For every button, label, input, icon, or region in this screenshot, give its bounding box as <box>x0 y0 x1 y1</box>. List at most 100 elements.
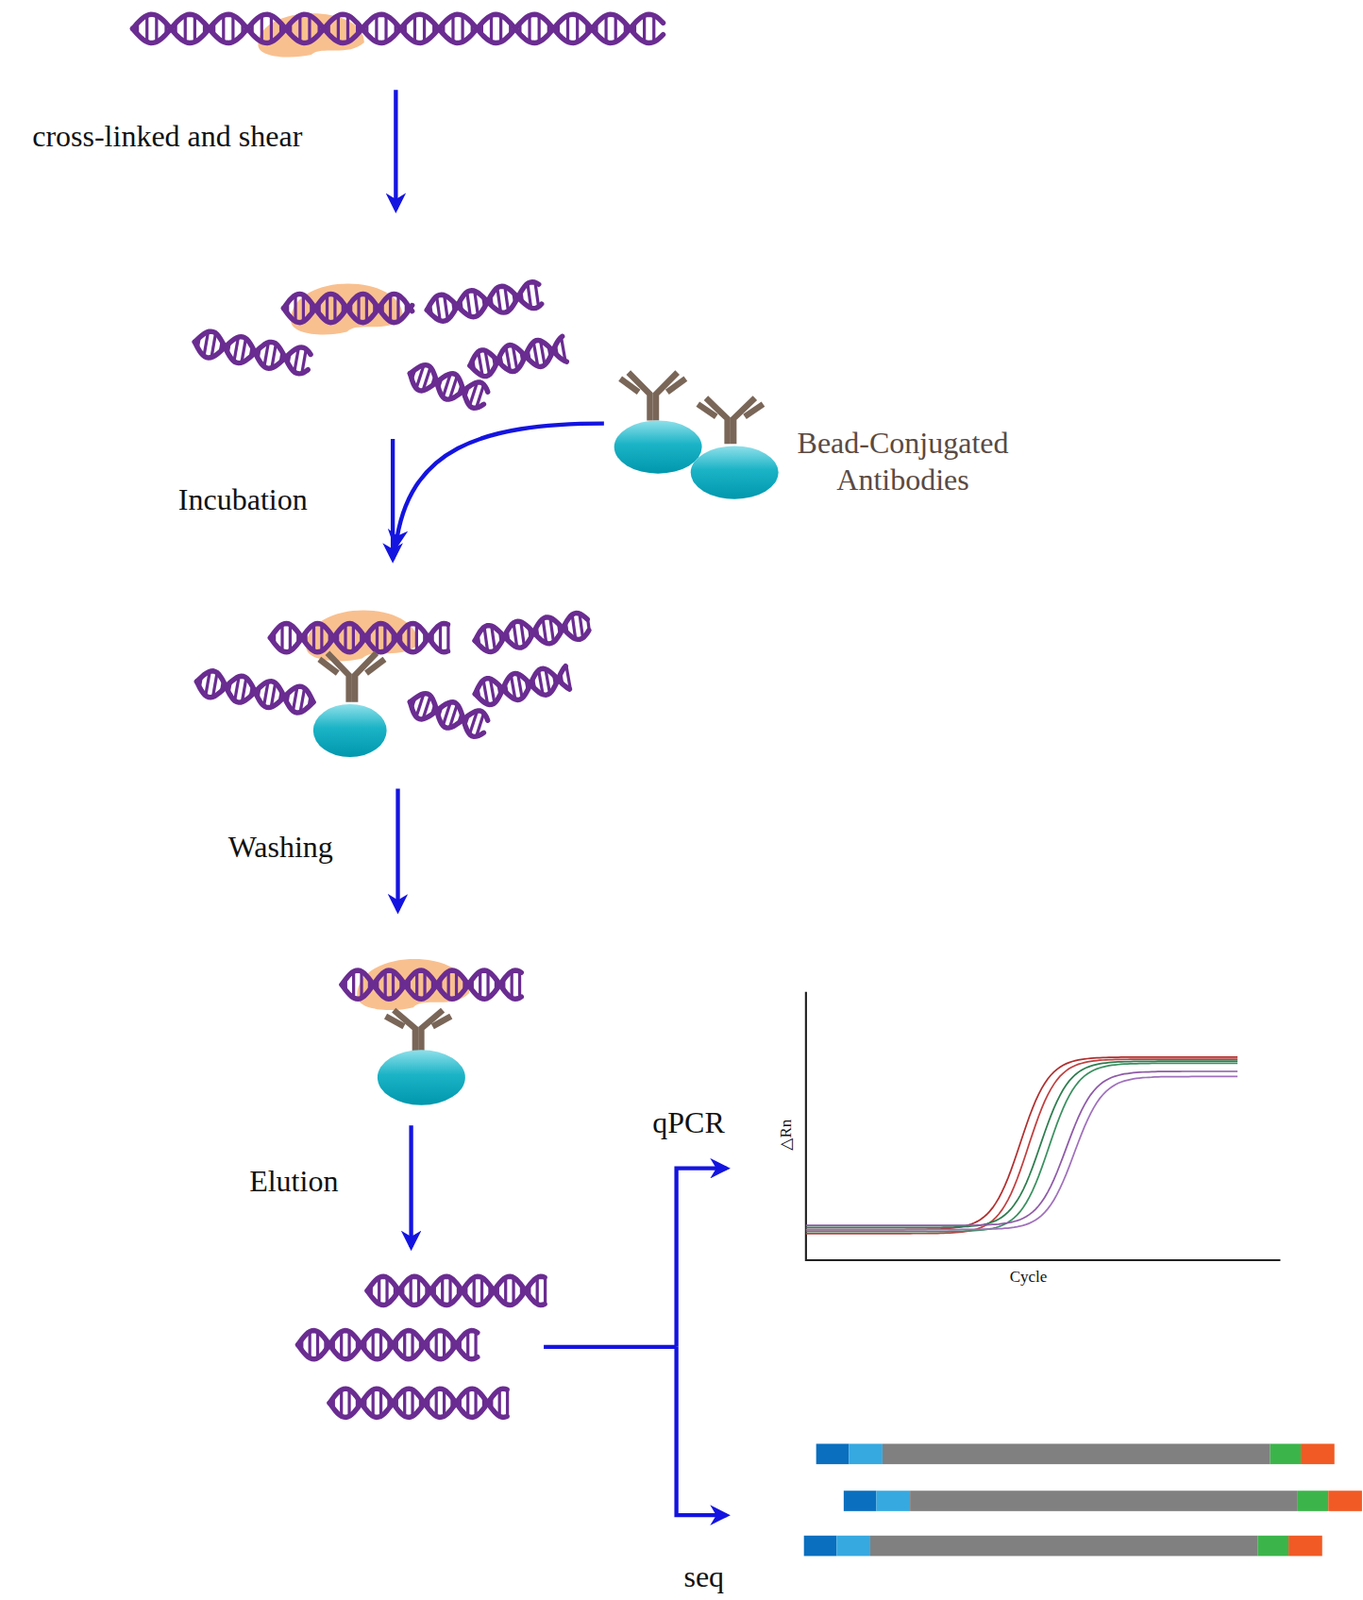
base-pair <box>446 624 450 652</box>
antibody-arm <box>628 372 651 421</box>
base-pair <box>527 15 531 42</box>
base-pair <box>454 971 458 998</box>
base-pair <box>391 971 395 998</box>
base-pair <box>486 971 489 998</box>
base-pair <box>406 624 410 652</box>
flow-arrow <box>395 789 400 911</box>
base-pair <box>422 15 426 42</box>
dna-helix <box>472 611 590 655</box>
sequence-read <box>1258 1535 1289 1557</box>
base-pair <box>435 1331 438 1359</box>
dna-strand <box>133 14 664 43</box>
dna-strand <box>472 611 590 655</box>
base-pair <box>388 295 392 322</box>
flow-arrow <box>393 89 398 209</box>
base-pair <box>575 15 579 42</box>
antibody-arm <box>697 403 716 417</box>
base-pair <box>339 1389 343 1416</box>
base-pair <box>489 15 493 42</box>
dna-helix <box>133 14 664 43</box>
base-pair <box>280 624 284 652</box>
base-pair <box>652 15 656 42</box>
sequence-read <box>1297 1490 1329 1512</box>
base-pair <box>438 624 442 652</box>
base-pair <box>472 1277 476 1304</box>
dna-strand <box>329 1388 507 1417</box>
dna-strand <box>367 1276 545 1305</box>
base-pair <box>312 624 316 652</box>
dna-helix <box>472 664 572 707</box>
chart-axes <box>806 992 1281 1261</box>
base-pair <box>231 15 235 42</box>
dna-helix <box>298 1330 478 1360</box>
dna-strand <box>341 970 522 999</box>
base-pair <box>374 15 378 42</box>
dna-helix <box>329 1388 507 1417</box>
dna-helix <box>269 623 448 653</box>
dna-helix <box>192 328 312 375</box>
base-pair <box>356 295 360 322</box>
flow-arrow <box>395 423 604 547</box>
dna-strand <box>472 664 571 707</box>
base-pair <box>518 971 522 998</box>
base-pair <box>498 1389 502 1416</box>
base-pair <box>409 1277 413 1304</box>
base-pair <box>415 971 419 998</box>
dna-strand <box>192 328 312 375</box>
sequence-read <box>848 1444 883 1465</box>
amplification-curve <box>806 1062 1238 1231</box>
antibody-arm <box>354 653 377 703</box>
dna-helix <box>283 293 412 322</box>
base-pair <box>269 15 273 42</box>
base-pair <box>352 971 355 998</box>
base-pair <box>336 15 340 42</box>
base-pair <box>466 1389 470 1416</box>
dna-strand <box>424 281 542 323</box>
antibody-symbol <box>697 398 763 445</box>
antibody-arm <box>706 398 728 445</box>
base-pair <box>478 971 482 998</box>
base-pair <box>538 15 541 42</box>
base-pair <box>440 1277 444 1304</box>
magnetic-bead <box>313 704 388 758</box>
step-label: Incubation <box>178 481 308 518</box>
dna-strand <box>133 14 664 43</box>
base-pair <box>371 1389 375 1416</box>
sequence-read <box>1328 1490 1363 1512</box>
dna-helix <box>367 1276 545 1305</box>
base-pair <box>403 1331 406 1359</box>
base-pair <box>442 1389 446 1416</box>
sequence-read <box>875 1490 910 1512</box>
step-label: Elution <box>249 1162 338 1199</box>
base-pair <box>604 15 607 42</box>
base-pair <box>614 15 618 42</box>
base-pair <box>193 15 197 42</box>
base-pair <box>383 624 387 652</box>
dna-helix <box>468 336 568 379</box>
sequence-read <box>836 1535 871 1557</box>
base-pair <box>371 1331 375 1359</box>
base-pair <box>319 624 323 652</box>
base-pair <box>504 1277 507 1304</box>
base-pair <box>499 15 503 42</box>
amplification-curve <box>806 1057 1238 1230</box>
dna-helix <box>424 281 542 323</box>
dna-helix <box>405 360 490 411</box>
base-pair <box>347 1389 351 1416</box>
amplification-curve <box>806 1071 1238 1226</box>
sequence-read <box>1300 1444 1335 1465</box>
magnetic-bead <box>690 445 779 499</box>
dna-strand <box>194 668 316 715</box>
magnetic-bead <box>377 1049 466 1105</box>
base-pair <box>451 15 455 42</box>
antibody-arm <box>420 1009 443 1051</box>
antibody-arm <box>667 378 686 392</box>
dna-strand <box>283 293 412 322</box>
dna-strand <box>269 623 448 653</box>
base-pair <box>473 1389 477 1416</box>
antibody-symbol <box>386 1009 452 1051</box>
dna-strand <box>283 293 412 322</box>
antibody-arm <box>620 378 639 392</box>
branch-line <box>543 1345 677 1349</box>
